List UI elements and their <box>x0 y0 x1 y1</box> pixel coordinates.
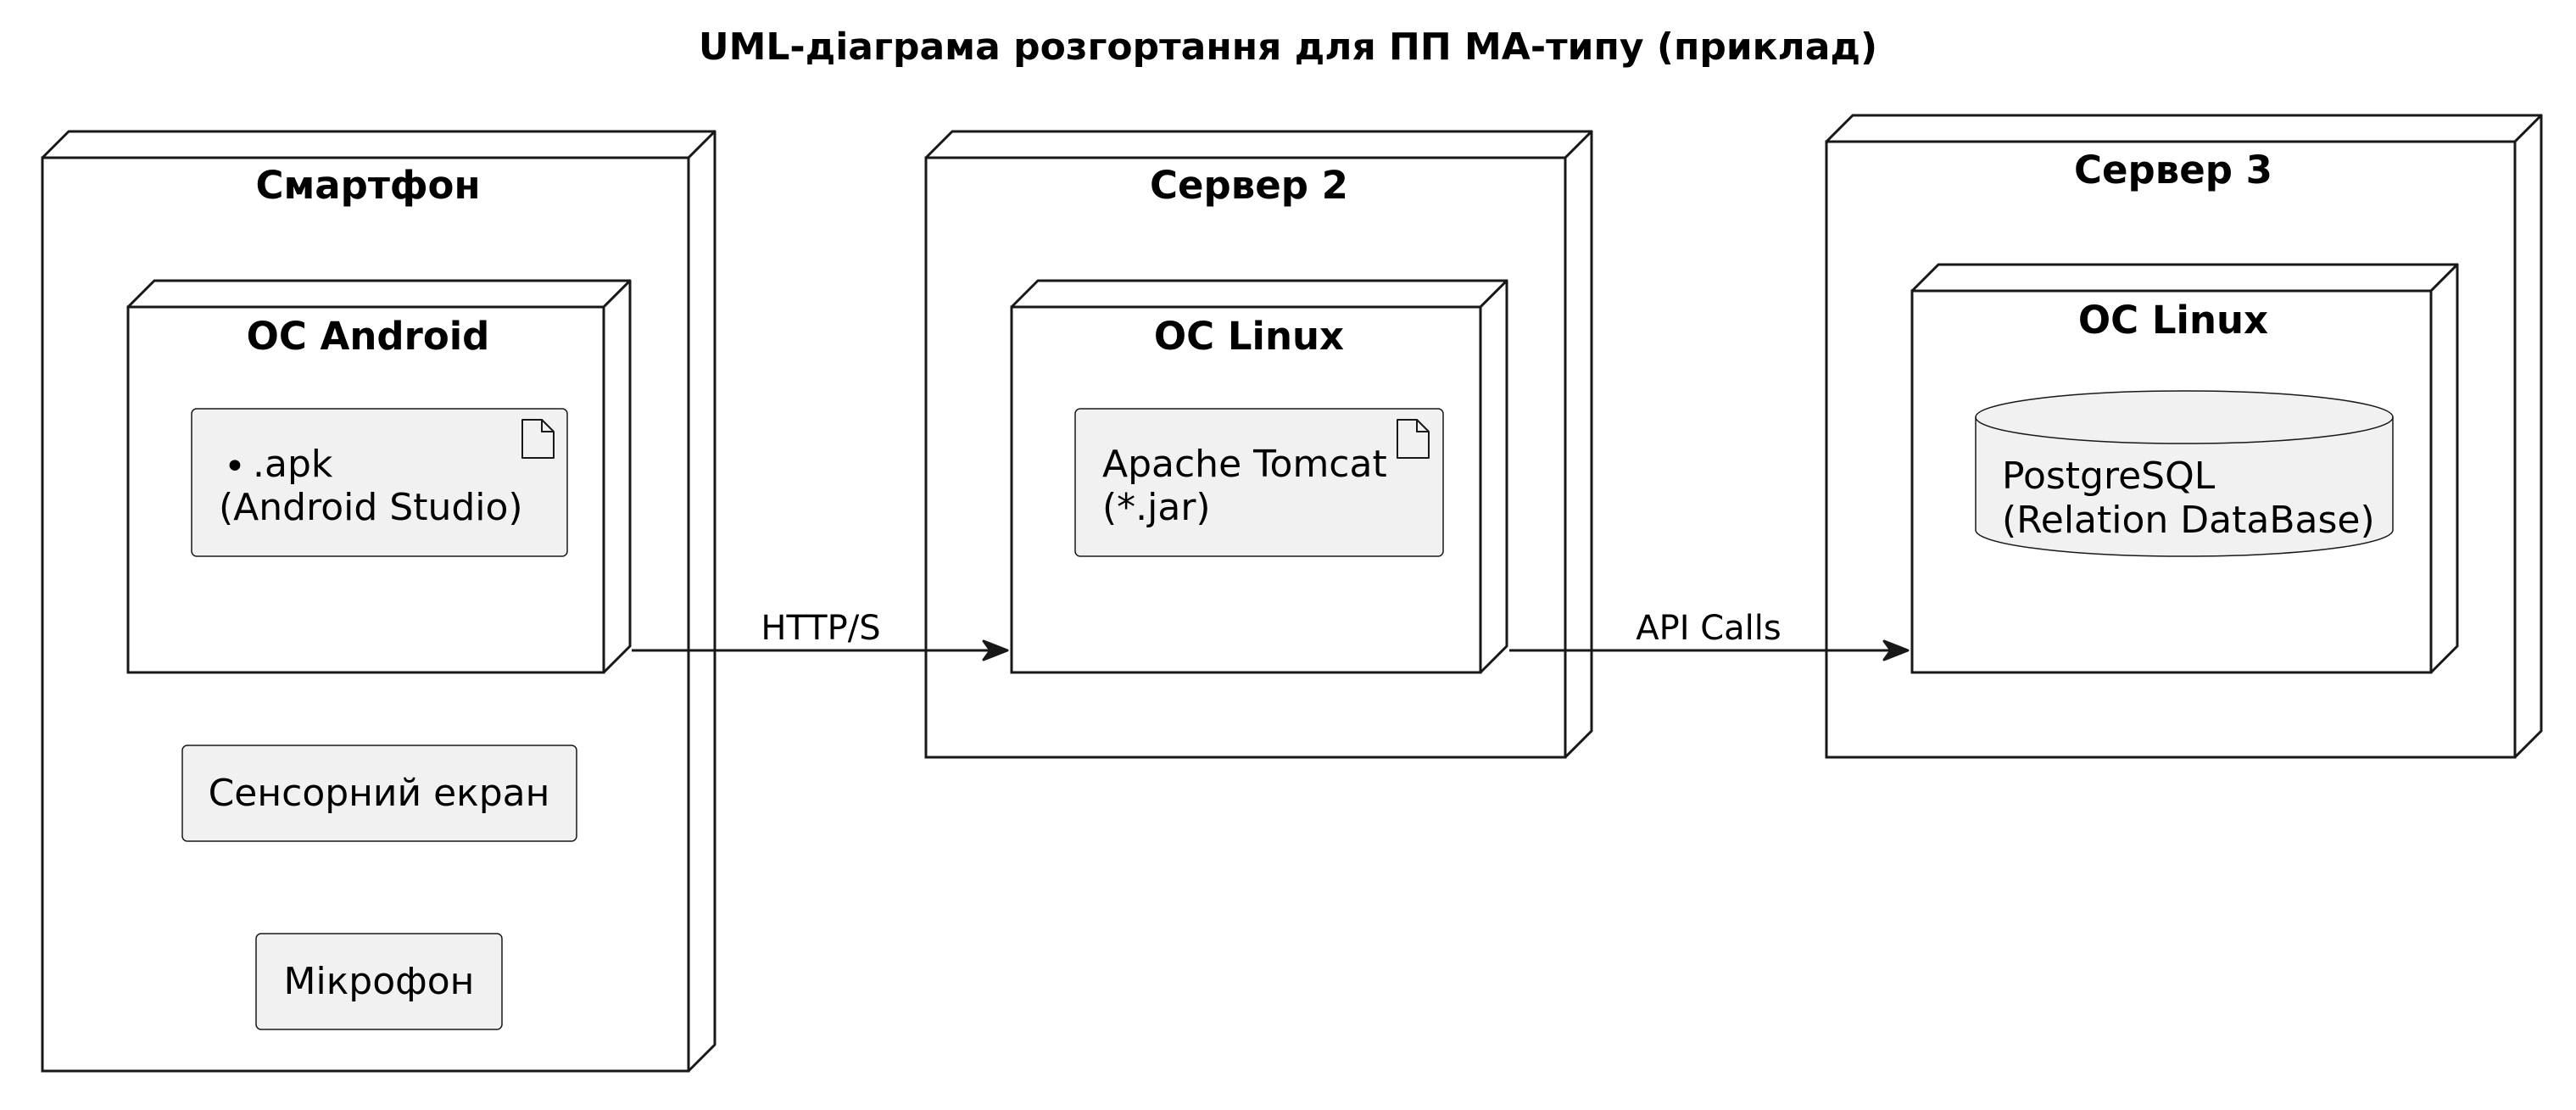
touchscreen-label: Сенсорний екран <box>209 772 550 815</box>
node-smartphone-side-face <box>687 130 716 1073</box>
database-cylinder-rim <box>1975 416 2394 444</box>
artifact-apache-tomcat: Apache Tomcat (*.jar) <box>1074 408 1444 557</box>
arrow-head-icon <box>982 639 1009 661</box>
edge-android-to-tomcat: HTTP/S <box>632 609 1009 661</box>
node-server-3-top-face <box>1825 114 2543 143</box>
artifact-apk: • .apk (Android Studio) <box>191 408 568 557</box>
artifact-apk-line2: (Android Studio) <box>219 486 523 529</box>
arrow-head-icon <box>1882 639 1910 661</box>
edge-tomcat-to-postgresql-label: API Calls <box>1636 609 1781 648</box>
node-server-2-top-face <box>924 130 1593 159</box>
artifact-apache-tomcat-box <box>1074 408 1444 557</box>
edge-tomcat-to-postgresql: API Calls <box>1509 609 1910 661</box>
document-icon <box>521 419 555 459</box>
diagram-title: UML-діаграма розгортання для ПП МА-типу … <box>699 25 1877 69</box>
artifact-apache-tomcat-line1: Apache Tomcat <box>1102 443 1387 486</box>
node-server-3: Сервер 3 ОС Linux PostgreSQL (Relation D… <box>1825 114 2543 759</box>
database-postgresql-line1: PostgreSQL <box>2002 455 2216 498</box>
node-linux-os-server-3-top-face <box>1910 263 2459 293</box>
database-cylinder-icon <box>1975 390 2394 557</box>
node-linux-os-server-2-side-face <box>1479 279 1508 674</box>
artifact-apache-tomcat-line2: (*.jar) <box>1102 486 1211 529</box>
touchscreen-box <box>181 745 577 842</box>
artifact-apk-bullet: • <box>224 445 246 488</box>
node-android-os-top-face <box>126 279 632 309</box>
artifact-apk-box <box>191 408 568 557</box>
node-server-3-side-face <box>2513 114 2543 759</box>
component-microphone: Мікрофон <box>255 933 503 1030</box>
node-linux-os-server-2-label: ОС Linux <box>1154 314 1344 359</box>
node-smartphone: Смартфон ОС Android • .apk (Android Stud… <box>41 130 716 1073</box>
node-linux-os-server-3-side-face <box>2429 263 2459 674</box>
node-linux-os-server-3: ОС Linux PostgreSQL (Relation DataBase) <box>1910 263 2459 674</box>
node-smartphone-top-face <box>41 130 716 159</box>
node-server-3-label: Сервер 3 <box>2074 148 2272 192</box>
node-server-2-side-face <box>1564 130 1593 759</box>
database-postgresql: PostgreSQL (Relation DataBase) <box>1975 390 2394 557</box>
edge-android-to-tomcat-label: HTTP/S <box>761 609 880 648</box>
node-android-os-side-face <box>602 279 632 674</box>
component-touchscreen: Сенсорний екран <box>181 745 577 842</box>
database-postgresql-line2: (Relation DataBase) <box>2002 499 2375 542</box>
node-android-os-label: ОС Android <box>247 314 490 359</box>
node-server-2: Сервер 2 ОС Linux Apache Tomcat (*.jar) <box>924 130 1593 759</box>
node-linux-os-server-3-label: ОС Linux <box>2078 298 2268 343</box>
node-server-2-label: Сервер 2 <box>1150 163 1348 208</box>
microphone-box <box>255 933 503 1030</box>
node-linux-os-server-2-top-face <box>1010 279 1508 309</box>
artifact-apk-line1: .apk <box>253 443 333 486</box>
document-icon <box>1397 419 1430 459</box>
node-linux-os-server-2: ОС Linux Apache Tomcat (*.jar) <box>1010 279 1508 674</box>
node-smartphone-label: Смартфон <box>255 163 480 208</box>
node-android-os: ОС Android • .apk (Android Studio) <box>126 279 632 674</box>
microphone-label: Мікрофон <box>284 960 475 1003</box>
